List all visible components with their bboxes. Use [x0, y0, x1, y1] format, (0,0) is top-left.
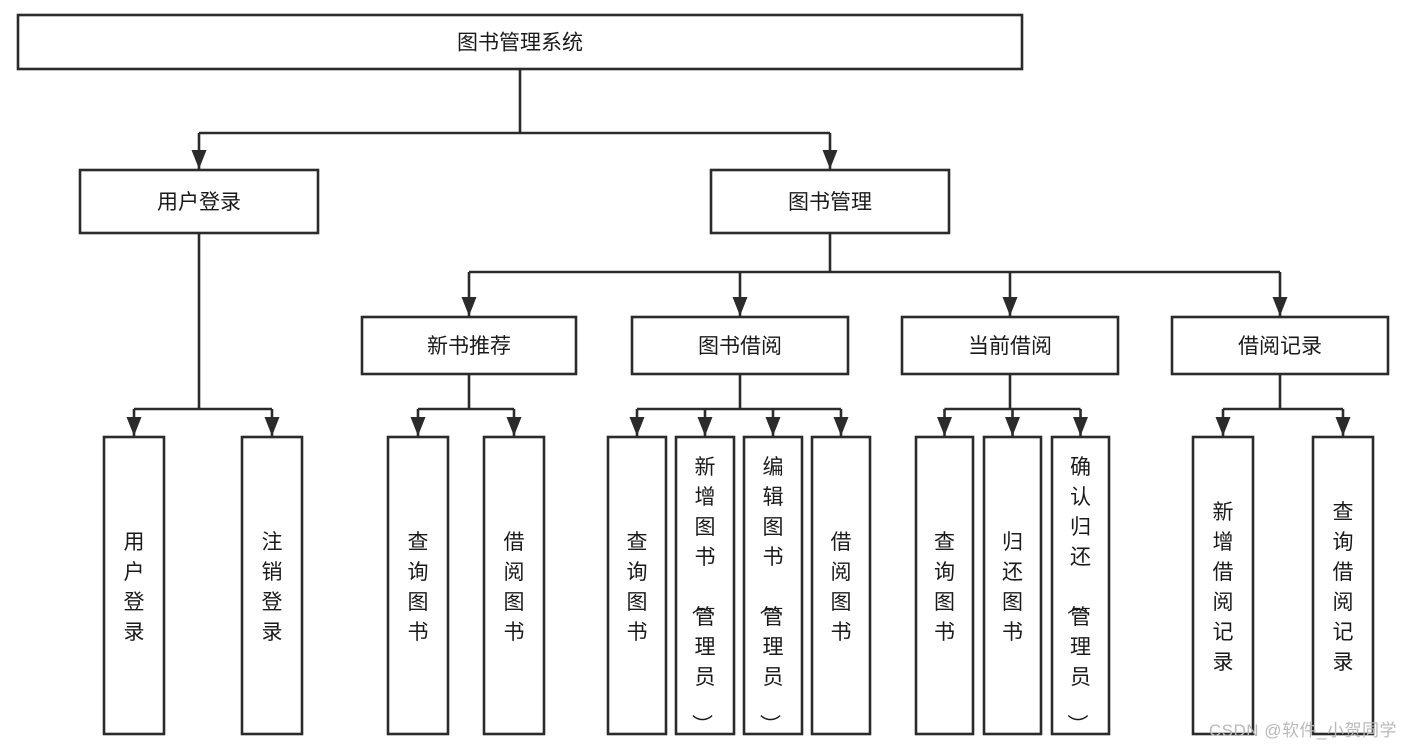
arrow-icon-borrow-record [1272, 297, 1288, 316]
node-leaf-borrow-query-book[interactable]: 查询图书 [606, 435, 668, 736]
node-leaf-current-confirm-return[interactable]: 确认归还（管理员） [1050, 435, 1111, 736]
node-new-book-recommend[interactable]: 新书推荐 [360, 315, 578, 376]
arrow-icon-leaf-rec-borrow-book [506, 417, 522, 436]
node-label-new-book-recommend: 新书推荐 [427, 335, 511, 358]
node-label-leaf-user-logout: 注销登录 [262, 531, 283, 644]
node-book-management[interactable]: 图书管理 [709, 168, 951, 235]
node-leaf-current-return-book[interactable]: 归还图书 [982, 435, 1043, 736]
arrow-icon-leaf-record-query [1335, 417, 1351, 436]
node-label-leaf-rec-borrow-book: 借阅图书 [504, 531, 525, 644]
node-label-leaf-borrow-edit-book: 编辑图书（管理员） [758, 456, 784, 735]
arrow-icon-leaf-rec-query-book [410, 417, 426, 436]
arrow-icon-leaf-borrow-edit-book [765, 417, 781, 436]
node-borrow-record[interactable]: 借阅记录 [1170, 315, 1390, 376]
node-box-book-borrow [630, 315, 850, 376]
node-label-leaf-borrow-add-book: 新增图书（管理员） [690, 456, 716, 735]
arrow-icon-leaf-borrow-query-book [629, 417, 645, 436]
arrow-icon-user-login [191, 150, 207, 169]
node-leaf-rec-query-book[interactable]: 查询图书 [386, 435, 450, 736]
connector-lines-layer [126, 69, 1351, 436]
node-box-borrow-record [1170, 315, 1390, 376]
node-label-leaf-user-login: 用户登录 [124, 531, 145, 644]
arrow-icon-leaf-borrow-borrow-book [833, 417, 849, 436]
arrow-icon-leaf-user-logout [264, 417, 280, 436]
arrow-icon-leaf-current-query-book [937, 417, 952, 436]
arrow-icon-leaf-current-confirm-return [1073, 417, 1088, 436]
node-box-root [16, 13, 1024, 71]
node-label-leaf-current-query-book: 查询图书 [934, 531, 955, 644]
arrow-icon-book-management [822, 150, 838, 169]
node-leaf-borrow-add-book[interactable]: 新增图书（管理员） [674, 435, 736, 736]
node-box-current-borrow [900, 315, 1120, 376]
node-label-leaf-current-return-book: 归还图书 [1002, 531, 1023, 644]
node-box-book-management [709, 168, 951, 235]
node-box-user-login [78, 168, 320, 235]
node-leaf-record-query[interactable]: 查询借阅记录 [1311, 435, 1375, 736]
node-label-leaf-rec-query-book: 查询图书 [408, 531, 429, 644]
node-box-leaf-record-add [1191, 435, 1255, 736]
node-leaf-record-add[interactable]: 新增借阅记录 [1191, 435, 1255, 736]
node-box-leaf-borrow-borrow-book [810, 435, 872, 736]
node-leaf-borrow-edit-book[interactable]: 编辑图书（管理员） [742, 435, 804, 736]
node-label-book-management: 图书管理 [788, 191, 872, 214]
node-box-leaf-borrow-add-book [674, 435, 736, 736]
node-leaf-borrow-borrow-book[interactable]: 借阅图书 [810, 435, 872, 736]
node-label-root: 图书管理系统 [457, 32, 583, 55]
node-leaf-rec-borrow-book[interactable]: 借阅图书 [482, 435, 546, 736]
arrow-icon-current-borrow [1002, 297, 1018, 316]
node-current-borrow[interactable]: 当前借阅 [900, 315, 1120, 376]
node-box-leaf-rec-borrow-book [482, 435, 546, 736]
arrow-icon-leaf-user-login [126, 417, 142, 436]
arrow-icon-leaf-borrow-add-book [697, 417, 713, 436]
node-box-leaf-borrow-query-book [606, 435, 668, 736]
node-label-borrow-record: 借阅记录 [1238, 335, 1322, 358]
node-user-login[interactable]: 用户登录 [78, 168, 320, 235]
nodes-layer: 图书管理系统用户登录图书管理新书推荐图书借阅当前借阅借阅记录用户登录注销登录查询… [16, 13, 1390, 736]
node-book-borrow[interactable]: 图书借阅 [630, 315, 850, 376]
node-box-leaf-borrow-edit-book [742, 435, 804, 736]
node-label-leaf-borrow-borrow-book: 借阅图书 [831, 531, 852, 644]
node-label-leaf-current-confirm-return: 确认归还（管理员） [1065, 456, 1091, 735]
arrow-icon-new-book-recommend [461, 297, 477, 316]
node-leaf-user-login[interactable]: 用户登录 [102, 435, 166, 736]
node-box-leaf-user-login [102, 435, 166, 736]
node-label-leaf-borrow-query-book: 查询图书 [627, 531, 648, 644]
arrow-icon-book-borrow [732, 297, 748, 316]
node-root[interactable]: 图书管理系统 [16, 13, 1024, 71]
node-box-leaf-current-query-book [914, 435, 975, 736]
node-box-leaf-record-query [1311, 435, 1375, 736]
node-box-new-book-recommend [360, 315, 578, 376]
node-box-leaf-user-logout [240, 435, 304, 736]
node-box-leaf-rec-query-book [386, 435, 450, 736]
arrow-icon-leaf-current-return-book [1005, 417, 1020, 436]
node-label-book-borrow: 图书借阅 [698, 335, 782, 358]
node-leaf-current-query-book[interactable]: 查询图书 [914, 435, 975, 736]
arrow-icon-leaf-record-add [1215, 417, 1231, 436]
node-label-current-borrow: 当前借阅 [968, 335, 1052, 358]
node-label-leaf-record-add: 新增借阅记录 [1213, 501, 1234, 674]
node-label-user-login: 用户登录 [157, 191, 241, 214]
node-box-leaf-current-confirm-return [1050, 435, 1111, 736]
node-box-leaf-current-return-book [982, 435, 1043, 736]
node-leaf-user-logout[interactable]: 注销登录 [240, 435, 304, 736]
node-label-leaf-record-query: 查询借阅记录 [1333, 501, 1354, 674]
